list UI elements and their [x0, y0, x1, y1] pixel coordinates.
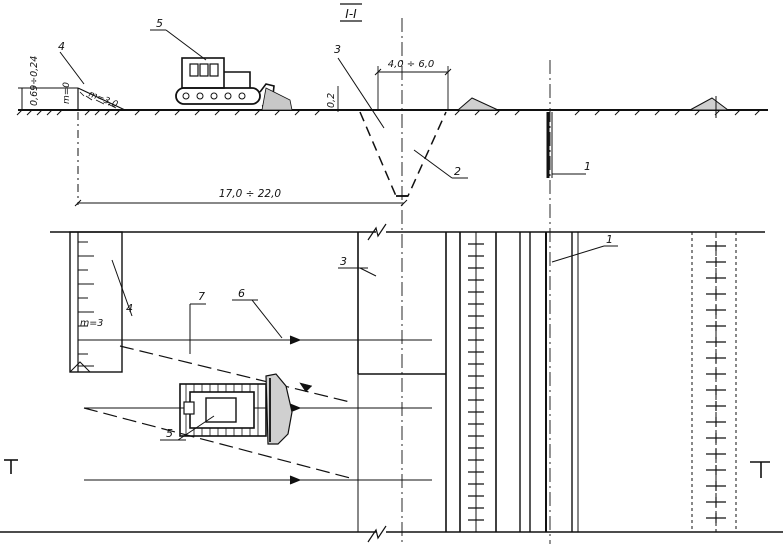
- spoil-pile-right-a: [456, 97, 499, 111]
- callout-2: 2: [413, 149, 468, 179]
- section-view: 0,69÷0,24 m=0 m=3,0 4: [16, 17, 768, 207]
- bulldozer-side: [175, 57, 293, 111]
- callout-5-plan-number: 5: [166, 427, 173, 440]
- bulldozer-plan: [179, 373, 293, 445]
- callout-1-section-number: 1: [584, 160, 591, 173]
- callout-4-plan: 4: [111, 259, 133, 317]
- trench-width-dimension: 4,0 ÷ 6,0: [374, 59, 452, 110]
- spoil-bank-plan: m=3: [69, 231, 123, 373]
- callout-4-plan-number: 4: [126, 302, 133, 315]
- trench-width-label: 4,0 ÷ 6,0: [388, 59, 435, 70]
- spoil-pile-right-b: [689, 97, 730, 111]
- strip-b: [691, 232, 737, 532]
- callout-5-plan: 5: [160, 415, 215, 441]
- callout-7-number: 7: [198, 290, 205, 303]
- object-1-section: 1: [546, 112, 591, 178]
- callout-4-section: 4: [58, 40, 85, 85]
- callout-4-section-number: 4: [58, 40, 65, 53]
- slope-m3-label: m=3,0: [87, 90, 119, 111]
- callout-7: 7: [189, 290, 206, 354]
- slope-m0-label: m=0: [62, 82, 72, 104]
- slope-plan-label: m=3: [80, 318, 103, 329]
- callout-1-plan-number: 1: [606, 233, 613, 246]
- ground-hatch: [16, 109, 761, 116]
- layer-height-label: 0,69÷0,24: [29, 56, 40, 106]
- object-1-plan: 1: [551, 233, 618, 263]
- section-marker-left: I: [0, 0, 18, 474]
- haul-distance-label: 17,0 ÷ 22,0: [219, 188, 282, 200]
- callout-6: 6: [232, 287, 283, 339]
- depth-dimension: 0,2: [326, 86, 339, 112]
- callout-5-section-number: 5: [156, 17, 163, 30]
- section-title: I-I: [340, 3, 362, 22]
- strip-a: [459, 232, 497, 532]
- haul-distance-dimension: 17,0 ÷ 22,0: [74, 188, 408, 207]
- callout-3-section: 3: [334, 43, 385, 129]
- layer-height-dimension: 0,69÷0,24: [18, 56, 78, 110]
- section-title-text: I-I: [345, 7, 357, 21]
- trench-section: [346, 109, 447, 197]
- callout-6-number: 6: [238, 287, 245, 300]
- depth-label: 0,2: [326, 93, 337, 108]
- passage-lines: [83, 335, 432, 485]
- spoil-pile-left: m=0 m=3,0: [62, 82, 126, 205]
- callout-2-number: 2: [454, 165, 461, 178]
- callout-5-section: 5: [150, 17, 207, 61]
- callout-3-section-number: 3: [334, 43, 341, 56]
- callout-3-plan-number: 3: [340, 255, 347, 268]
- trench-plan: 3: [338, 232, 447, 532]
- section-marker-right-label: I: [0, 0, 1, 1]
